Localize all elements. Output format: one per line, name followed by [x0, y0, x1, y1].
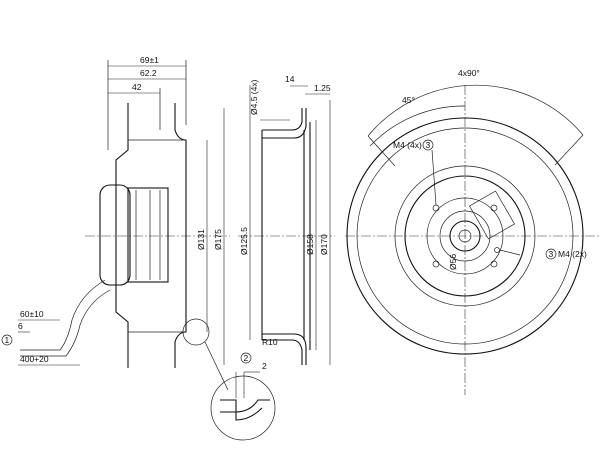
lead-400-label: 400+20	[20, 354, 49, 364]
callout-3b: 3	[549, 249, 554, 259]
dia-170-label: Ø170	[319, 234, 329, 255]
side-view: 69±1 62.2 42 Ø131 Ø175 60±10 6 400+20 1	[1, 55, 230, 391]
hole-label: Ø4.5 (4x)	[249, 79, 259, 115]
dia-158-label: Ø158	[305, 234, 315, 255]
detail-2-label: 2	[262, 361, 267, 371]
thread-m4-4x-label: M4 (4x)	[393, 140, 422, 150]
thread-m4-2x-label: M4 (2x)	[558, 249, 587, 259]
width-overall-label: 69±1	[140, 55, 159, 65]
lead-6-label: 6	[18, 321, 23, 331]
front-view: 4x90° 45° M4 (4x) 3 M4 (2x) 3 Ø56	[345, 68, 600, 395]
section-view: Ø4.5 (4x) 14 1.25 Ø125.5 Ø158 Ø170 R10 2…	[210, 74, 335, 441]
dia-125-5-label: Ø125.5	[239, 227, 249, 255]
width-42-label: 42	[132, 82, 142, 92]
callout-3a: 3	[426, 140, 431, 150]
dia-56-label: Ø56	[448, 254, 458, 270]
dim-125-label: 1.25	[314, 83, 331, 93]
dim-14-label: 14	[285, 74, 295, 84]
dia-175-label: Ø175	[213, 229, 223, 250]
radius-label: R10	[262, 337, 278, 347]
lead-60-label: 60±10	[20, 309, 44, 319]
angle-45-label: 45°	[402, 95, 415, 105]
width-62-label: 62.2	[140, 68, 157, 78]
angle-4x90-label: 4x90°	[458, 68, 480, 78]
dia-131-label: Ø131	[196, 229, 206, 250]
callout-1: 1	[5, 335, 10, 345]
callout-2: 2	[244, 353, 249, 363]
